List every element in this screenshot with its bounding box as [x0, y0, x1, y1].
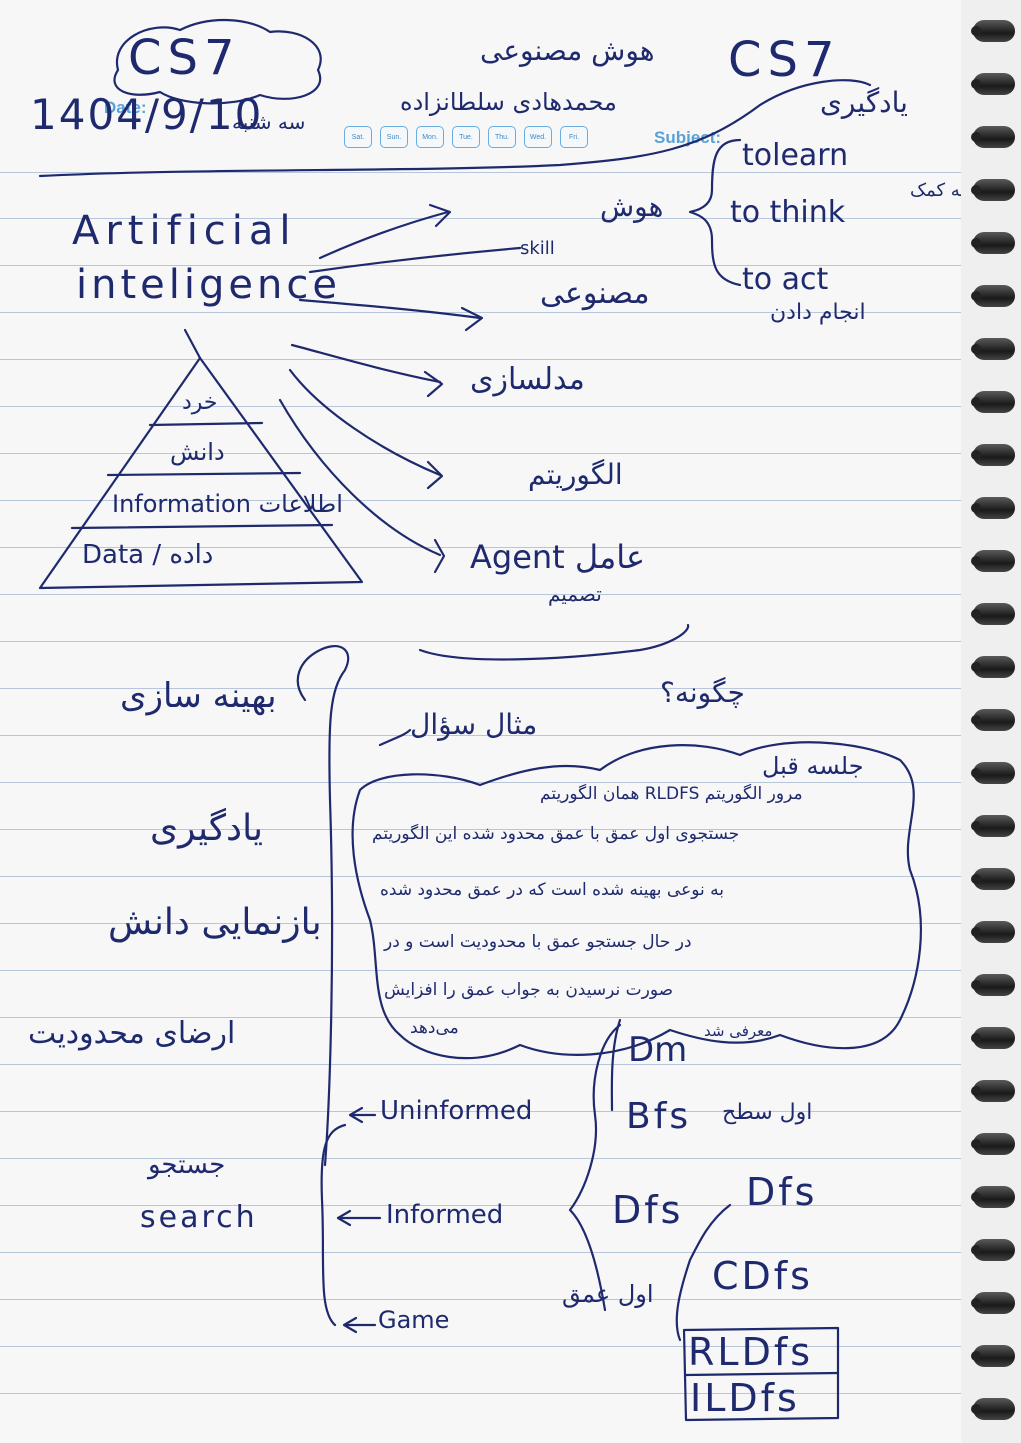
- learning-item: to think: [730, 195, 846, 230]
- learning-brace: [688, 138, 742, 287]
- algorithm-note: اول سطح: [722, 1100, 813, 1125]
- arrow-5: [288, 368, 442, 477]
- date-label: Date:: [104, 98, 147, 117]
- pyramid-level: دانش: [170, 438, 225, 466]
- note-line: جستجوی اول عمق با عمق محدود شده این الگو…: [372, 824, 740, 844]
- note-line: در حال جستجو عمق با محدودیت است و در: [384, 932, 692, 952]
- search-branch: Game: [378, 1306, 450, 1334]
- branch-label: تصمیم: [548, 582, 602, 606]
- learning-item: tolearn: [742, 138, 849, 173]
- day-box: Sat.: [344, 126, 372, 148]
- side-note: به کمک: [910, 180, 966, 201]
- topics-brace: [296, 644, 350, 1167]
- author-name: محمدهادی سلطانزاده: [400, 88, 617, 116]
- day-box: Mon.: [416, 126, 444, 148]
- learning-item: to act: [742, 262, 829, 297]
- algorithm-label: RLDfs: [688, 1330, 814, 1374]
- title-cloud: [113, 19, 322, 105]
- pyramid-level: خرد: [182, 390, 218, 415]
- topic-item: بهینه سازی: [120, 676, 277, 716]
- note-line: صورت نرسیدن به جواب عمق را افزایش: [384, 980, 674, 1000]
- note-line: به نوعی بهینه شده است که در عمق محدود شد…: [380, 880, 724, 900]
- algorithm-note: معرفی شد: [704, 1022, 773, 1040]
- note-title: جلسه قبل: [762, 752, 864, 780]
- branch-label: مدلسازی: [470, 362, 585, 397]
- branch-label: skill: [520, 238, 555, 259]
- arrow-4: [290, 343, 442, 384]
- arrow-2: [308, 246, 522, 274]
- question-how: چگونه؟: [660, 676, 745, 709]
- algorithm-label: Dfs: [612, 1188, 684, 1232]
- topic-item: search: [140, 1200, 258, 1235]
- branch-label: الگوریتم: [528, 458, 623, 491]
- search-branch: Informed: [386, 1200, 504, 1230]
- arrow-6: [278, 398, 442, 557]
- arrow-1: [318, 210, 450, 260]
- note-line: می‌دهد: [410, 1018, 459, 1038]
- pyramid-level: Data / داده: [82, 540, 214, 570]
- day-box: Thu.: [488, 126, 516, 148]
- weekday-handwritten: سه شنبه: [232, 110, 306, 134]
- topic-item: ارضای محدودیت: [28, 1016, 236, 1051]
- branch-label: هوش: [600, 190, 664, 223]
- topic-item: یادگیری: [150, 808, 264, 849]
- topic-item: بازنمایی دانش: [108, 902, 322, 943]
- algorithm-note: اول عمق: [562, 1280, 654, 1308]
- ink-drawings: [38, 19, 923, 1422]
- topic-item: جستجو: [148, 1150, 226, 1180]
- pyramid-outline: [38, 356, 364, 590]
- branch-label: Agent عامل: [470, 538, 646, 576]
- branch-label: مصنوعی: [540, 276, 650, 311]
- pyramid-level: Information اطلاعات: [112, 490, 343, 518]
- note-line: مرور الگوریتم RLDFS همان الگوریتم: [540, 784, 803, 804]
- arrow-3: [298, 298, 482, 320]
- title-cs7-left: CS7: [128, 30, 241, 86]
- weekday-boxes: Sat. Sun. Mon. Tue. Thu. Wed. Fri.: [344, 126, 588, 148]
- side-note: انجام دادن: [770, 300, 866, 325]
- algorithm-label: Dm: [628, 1030, 688, 1070]
- note-cloud: [351, 741, 923, 1060]
- day-box: Tue.: [452, 126, 480, 148]
- algorithm-label: CDfs: [712, 1254, 813, 1298]
- search-branch: Uninformed: [380, 1096, 533, 1126]
- title-cs7-right: CS7: [728, 32, 841, 88]
- ai-term-line1: Artificial: [72, 208, 297, 254]
- learning-title: یادگیری: [820, 86, 908, 119]
- search-tree-brace: [320, 1123, 347, 1327]
- course-topic: هوش مصنوعی: [480, 34, 655, 67]
- spiral-binding: [961, 0, 1021, 1443]
- algorithm-brace: [568, 1023, 622, 1312]
- ai-term-line2: inteligence: [76, 262, 341, 308]
- algorithm-label: Bfs: [626, 1096, 692, 1137]
- question-example: مثال سؤال: [410, 708, 538, 741]
- subject-label: Subject:: [654, 128, 722, 147]
- day-box: Sun.: [380, 126, 408, 148]
- algorithm-label: Dfs: [746, 1170, 818, 1214]
- header-underline: [38, 79, 872, 178]
- rldfs-box: [682, 1326, 840, 1422]
- day-box: Fri.: [560, 126, 588, 148]
- algorithm-label: ILDfs: [690, 1376, 800, 1420]
- day-box: Wed.: [524, 126, 552, 148]
- date-value: 1404/9/10: [30, 90, 264, 139]
